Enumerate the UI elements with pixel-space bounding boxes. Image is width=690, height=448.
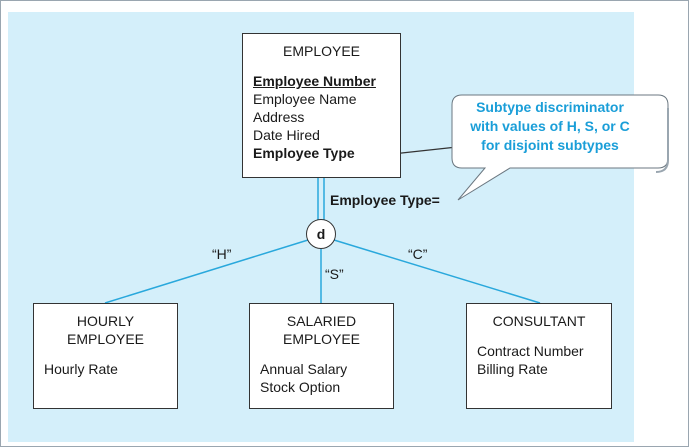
subtype-line-consultant (333, 239, 541, 304)
employee-attribute: Employee Name (253, 91, 357, 107)
salaried-attribute: Annual Salary (260, 361, 348, 377)
entity-name-line: SALARIED (286, 313, 357, 329)
hourly-employee-entity: HOURLY EMPLOYEE Hourly Rate (33, 303, 178, 409)
salaried-attributes: Annual Salary Stock Option (260, 360, 383, 396)
consultant-attributes: Contract Number Billing Rate (477, 342, 601, 378)
disjoint-constraint-symbol: d (306, 219, 336, 249)
employee-primary-key: Employee Number (253, 73, 376, 89)
salaried-entity-name: SALARIED EMPLOYEE (260, 312, 383, 348)
consultant-entity-name: CONSULTANT (492, 313, 586, 329)
salaried-employee-entity: SALARIED EMPLOYEE Annual Salary Stock Op… (249, 303, 394, 409)
callout-bubble (451, 94, 669, 201)
entity-name-line: EMPLOYEE (282, 331, 361, 347)
employee-entity-name: EMPLOYEE (282, 43, 361, 59)
discriminator-label: Employee Type= (330, 192, 440, 208)
consultant-attribute: Billing Rate (477, 361, 548, 377)
discriminator-value-c: “C” (408, 246, 428, 262)
entity-name-line: HOURLY (76, 313, 135, 329)
hourly-attribute: Hourly Rate (44, 361, 118, 377)
callout-line: with values of H, S, or C (470, 118, 630, 134)
callout-line: Subtype discriminator (476, 99, 624, 115)
hourly-attributes: Hourly Rate (44, 360, 167, 378)
employee-attribute: Date Hired (253, 127, 320, 143)
employee-discriminator-attribute: Employee Type (253, 145, 355, 161)
discriminator-value-s: “S” (325, 266, 344, 282)
callout-text: Subtype discriminator with values of H, … (455, 98, 645, 155)
salaried-attribute: Stock Option (260, 379, 341, 395)
hourly-entity-name: HOURLY EMPLOYEE (44, 312, 167, 348)
consultant-entity: CONSULTANT Contract Number Billing Rate (466, 303, 612, 409)
employee-attributes: Employee Number Employee Name Address Da… (253, 72, 390, 162)
entity-name-line: EMPLOYEE (66, 331, 145, 347)
employee-entity: EMPLOYEE Employee Number Employee Name A… (242, 33, 401, 178)
callout-line: for disjoint subtypes (481, 137, 619, 153)
subtype-line-hourly (104, 239, 309, 304)
consultant-attribute: Contract Number (477, 343, 584, 359)
employee-attribute: Address (253, 109, 305, 125)
discriminator-value-h: “H” (212, 246, 232, 262)
